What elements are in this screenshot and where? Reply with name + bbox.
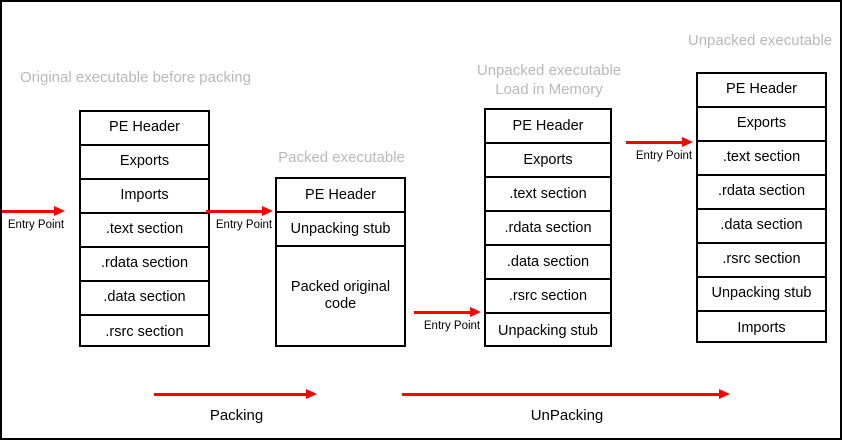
entry-point-label: Entry Point (7, 219, 65, 231)
entry-point-label: Entry Point (423, 320, 481, 332)
process-label-unpacking: UnPacking (530, 407, 604, 424)
process-arrow-packing: Packing (154, 389, 319, 424)
stack-loaded-in-memory: PE Header Exports .text section .rdata s… (484, 108, 612, 347)
row-data-section: .data section (698, 210, 825, 244)
column-heading-packed: Packed executable (278, 149, 405, 166)
stack-unpacked-executable: PE Header Exports .text section .rdata s… (696, 72, 827, 343)
row-imports: Imports (81, 180, 208, 214)
red-arrow-icon (406, 307, 498, 318)
red-arrow-icon (2, 206, 82, 217)
row-packed-original-code: Packed original code (290, 278, 391, 312)
row-data-section: .data section (81, 282, 208, 316)
entry-point-label: Entry Point (635, 150, 693, 162)
column-heading-unpacked: Unpacked executable (687, 32, 833, 49)
row-data-section: .data section (486, 246, 610, 280)
entry-point-label: Entry Point (215, 219, 273, 231)
row-unpacking-stub: Unpacking stub (498, 322, 598, 339)
stack-original-executable: PE Header Exports Imports .text section … (79, 110, 210, 347)
red-arrow-icon (198, 206, 290, 217)
stack-packed-executable: PE Header Unpacking stub Packed original… (275, 177, 406, 347)
row-text-section: .text section (486, 178, 610, 212)
entry-point-arrow-loaded: Entry Point (406, 307, 498, 333)
red-arrow-icon (618, 137, 710, 148)
entry-point-arrow-original: Entry Point (2, 206, 82, 232)
row-text-section: .text section (698, 142, 825, 176)
row-exports: Exports (698, 108, 825, 142)
row-rsrc-section: .rsrc section (105, 323, 184, 340)
row-imports: Imports (737, 319, 786, 336)
row-rdata-section: .rdata section (81, 248, 208, 282)
entry-point-arrow-unpacked: Entry Point (618, 137, 710, 163)
entry-point-arrow-packed: Entry Point (198, 206, 290, 232)
row-exports: Exports (81, 146, 208, 180)
column-heading-original: Original executable before packing (20, 69, 251, 86)
row-pe-header: PE Header (81, 112, 208, 146)
row-pe-header: PE Header (698, 74, 825, 108)
row-rdata-section: .rdata section (486, 212, 610, 246)
row-pe-header: PE Header (277, 179, 404, 213)
process-label-packing: Packing (209, 407, 264, 424)
row-unpacking-stub: Unpacking stub (277, 213, 404, 247)
red-arrow-icon (402, 389, 732, 399)
row-rdata-section: .rdata section (698, 176, 825, 210)
row-rsrc-section: .rsrc section (698, 244, 825, 278)
row-pe-header: PE Header (486, 110, 610, 144)
column-heading-loaded: Unpacked executable Load in Memory (476, 62, 622, 98)
row-unpacking-stub: Unpacking stub (698, 278, 825, 312)
row-rsrc-section: .rsrc section (486, 280, 610, 314)
process-arrow-unpacking: UnPacking (402, 389, 732, 424)
red-arrow-icon (154, 389, 319, 399)
row-exports: Exports (486, 144, 610, 178)
row-text-section: .text section (81, 214, 208, 248)
